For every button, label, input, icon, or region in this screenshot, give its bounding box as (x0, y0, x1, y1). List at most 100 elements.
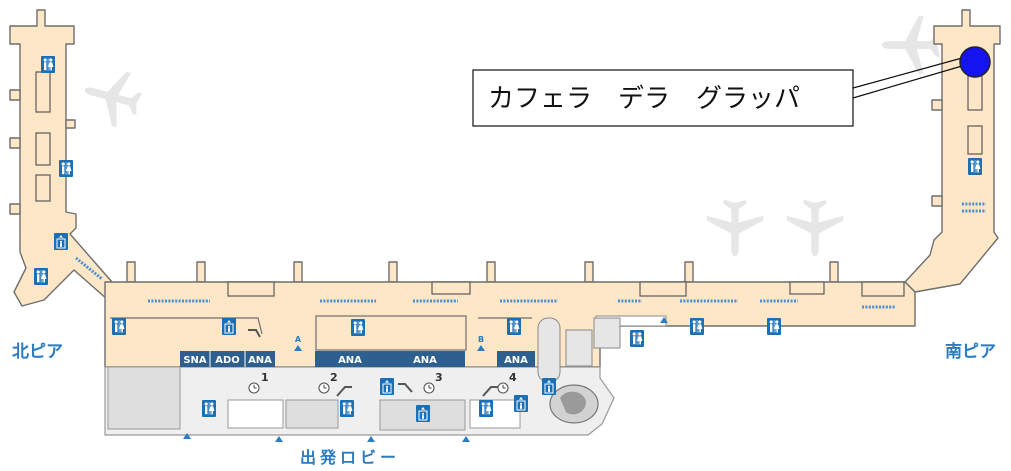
clock-number: 4 (509, 371, 517, 384)
gate-bridge (486, 261, 496, 283)
elevator-icon[interactable] (416, 405, 430, 422)
counter-ana-b[interactable] (497, 351, 535, 367)
gate-bridge (829, 261, 839, 283)
elevator-icon[interactable] (542, 378, 556, 395)
restroom-icon[interactable] (34, 268, 48, 285)
gate-bridge (196, 261, 206, 283)
shop-block (967, 125, 983, 155)
counter-ana-a[interactable] (315, 351, 465, 367)
callout-box[interactable] (472, 69, 854, 127)
clock-number: 3 (435, 371, 443, 384)
airplane-icon (77, 62, 147, 132)
lobby-block (107, 366, 181, 430)
shop-block (431, 281, 471, 295)
gate-bridge (65, 119, 76, 129)
shop-block (35, 132, 51, 166)
departure-lobby[interactable] (104, 317, 621, 436)
clock-icon (318, 382, 330, 394)
seating-row (75, 256, 103, 281)
entrance-marker (275, 436, 283, 442)
gate-bridge (931, 99, 943, 111)
departure-lobby-label: 出発ロビー (300, 448, 400, 467)
shop-block (35, 174, 51, 202)
restroom-icon[interactable] (630, 330, 644, 347)
lobby-block (285, 399, 339, 429)
entrance-marker (367, 436, 375, 442)
elevator-icon[interactable] (54, 233, 68, 250)
elevator-icon[interactable] (514, 395, 528, 412)
counter-ado[interactable] (210, 351, 245, 367)
restroom-icon[interactable] (968, 158, 982, 175)
restroom-icon[interactable] (507, 318, 521, 335)
shop-block (227, 281, 275, 297)
escalator-icon (336, 386, 352, 397)
tower-structure (565, 329, 593, 367)
clock-icon (497, 382, 509, 394)
entrance-marker (477, 345, 485, 351)
shop-block (789, 281, 825, 295)
north-pier[interactable] (9, 9, 113, 307)
clock-number: 2 (330, 371, 338, 384)
restroom-icon[interactable] (690, 318, 704, 335)
airplane-icon (786, 199, 844, 257)
restroom-icon[interactable] (479, 400, 493, 417)
gate-bridge (9, 203, 21, 215)
callout-label: カフェラ デラ グラッパ (488, 84, 800, 114)
restroom-icon[interactable] (112, 318, 126, 335)
shop-callout[interactable]: カフェラ デラ グラッパ (472, 46, 991, 127)
shop-block (967, 75, 983, 111)
restroom-icon[interactable] (340, 400, 354, 417)
restroom-icon[interactable] (202, 400, 216, 417)
elevator-icon[interactable] (380, 378, 394, 395)
tower-structure (537, 317, 561, 383)
counter-label: ANA (504, 355, 528, 366)
shop-block (639, 281, 687, 297)
gate-bridge (293, 261, 303, 283)
clock-icon (248, 382, 260, 394)
interior-wall (315, 315, 467, 351)
gate-bridge (931, 195, 943, 207)
gate-bridge (684, 261, 694, 283)
shop-block (861, 281, 905, 297)
counter-label: SNA (183, 355, 207, 366)
restroom-icon[interactable] (41, 56, 55, 73)
round-structure-core (560, 391, 586, 415)
entrance-marker (660, 317, 668, 323)
restroom-icon[interactable] (351, 319, 365, 336)
lobby-floor (104, 366, 615, 436)
north-pier-label: 北ピア (12, 342, 63, 362)
counter-ana[interactable] (245, 351, 275, 367)
airplane-icon (706, 199, 764, 257)
restroom-icon[interactable] (767, 318, 781, 335)
counter-sna[interactable] (180, 351, 210, 367)
north-pier-floor (9, 9, 113, 307)
gate-bridge (388, 261, 398, 283)
callout-leader-line (852, 57, 963, 89)
escalator-icon (248, 329, 261, 338)
south-pier-label: 南ピア (945, 341, 996, 362)
escalator-icon (398, 383, 413, 393)
escalator-icon (482, 386, 498, 397)
background-airplanes (77, 15, 941, 257)
location-marker[interactable] (959, 46, 991, 78)
gate-bridge (126, 261, 136, 283)
callout-leader-line (852, 65, 963, 99)
tower-structure (593, 317, 621, 349)
interior-wall (110, 317, 263, 335)
lobby-block (469, 399, 521, 429)
counter-label: ADO (215, 355, 240, 366)
entrance-marker (462, 436, 470, 442)
checkin-counters[interactable]: SNA ADO ANA ANA ANA ANA (180, 351, 535, 367)
south-pier[interactable] (904, 9, 1001, 293)
entrance-marker (294, 345, 302, 351)
restroom-icon[interactable] (59, 160, 73, 177)
elevator-icon[interactable] (222, 318, 236, 335)
zone-label-a: A (295, 335, 302, 344)
shop-block (35, 71, 51, 113)
gate-bridge (9, 137, 21, 149)
clock-points: 1 2 3 4 (248, 329, 517, 397)
gate-bridge (584, 261, 594, 283)
lobby-block (227, 399, 284, 429)
airplane-icon (881, 15, 941, 75)
